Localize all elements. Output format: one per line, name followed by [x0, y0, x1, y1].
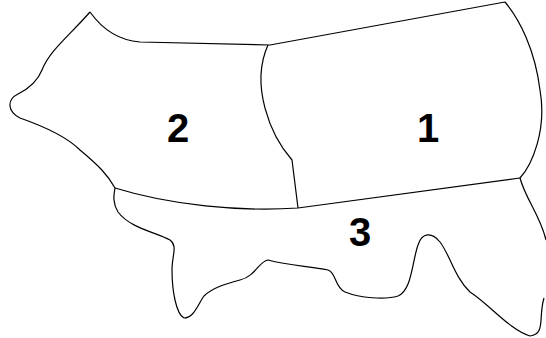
region-divider [261, 45, 298, 208]
region-number: 2 [167, 108, 189, 148]
region-number: 3 [349, 212, 371, 252]
body-outline [10, 2, 546, 336]
region-number: 1 [417, 108, 439, 148]
region-divider [115, 178, 520, 209]
